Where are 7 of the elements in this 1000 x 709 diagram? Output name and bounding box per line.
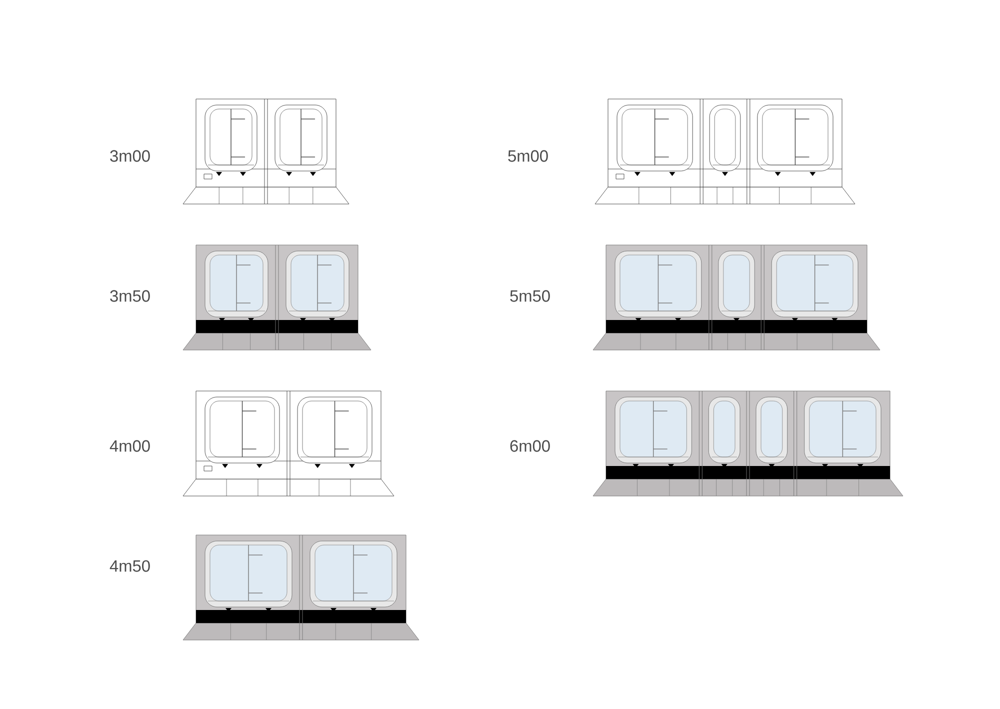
size-label: 5m50: [510, 290, 550, 302]
size-label: 6m00: [510, 440, 550, 452]
size-label: 5m00: [508, 150, 548, 162]
size-label: 4m50: [110, 560, 150, 572]
size-label: 3m50: [110, 290, 150, 302]
size-label: 3m00: [110, 150, 150, 162]
size-label: 4m00: [110, 440, 150, 452]
